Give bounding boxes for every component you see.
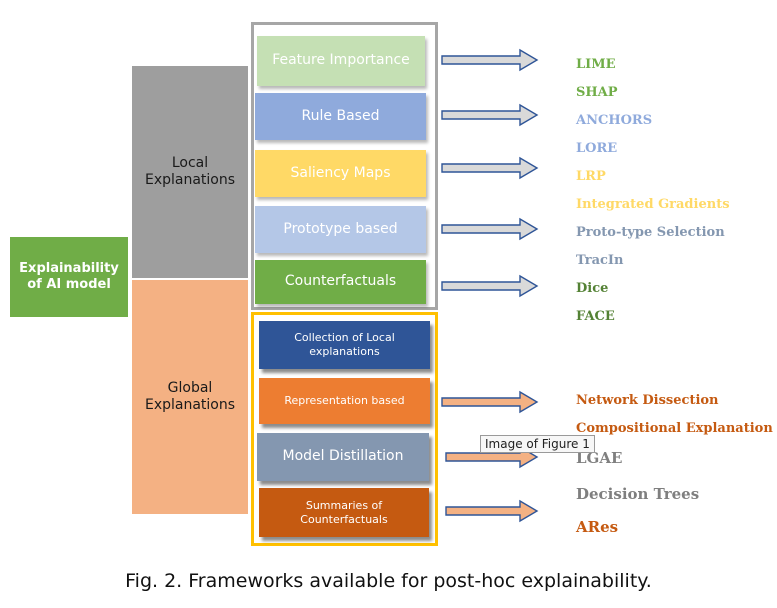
method-prototype-based: Prototype based (255, 206, 426, 253)
arrow-rule-based (441, 103, 539, 127)
method-summaries-counterfactuals: Summaries of Counterfactuals (259, 488, 429, 537)
method-label: Saliency Maps (290, 164, 391, 181)
arrow-feature-importance (441, 48, 539, 72)
root-label: Explainability of AI model (19, 260, 119, 292)
framework-lgae: LGAE (576, 449, 623, 467)
method-label: Summaries of Counterfactuals (300, 498, 388, 526)
framework-network-dissection: Network Dissection (576, 393, 719, 408)
framework-lrp: LRP (576, 169, 606, 184)
method-counterfactuals: Counterfactuals (255, 260, 426, 304)
framework-ares: ARes (576, 518, 619, 536)
method-label: Representation based (284, 394, 405, 408)
arrow-prototype-based (441, 217, 539, 241)
method-model-distillation: Model Distillation (257, 433, 429, 481)
framework-dice: Dice (576, 281, 609, 296)
framework-face: FACE (576, 309, 615, 324)
global-explanations-block: Global Explanations (132, 280, 248, 514)
arrow-counterfactuals (441, 274, 539, 298)
method-label: Rule Based (301, 107, 380, 124)
method-rule-based: Rule Based (255, 93, 426, 140)
local-methods-frame (251, 22, 438, 310)
framework-prototype-selection: Proto-type Selection (576, 225, 725, 240)
framework-lime: LIME (576, 57, 616, 72)
arrow-representation-based (441, 390, 539, 414)
root-node: Explainability of AI model (10, 237, 128, 317)
method-label: Collection of Local explanations (294, 331, 395, 358)
method-collection-local: Collection of Local explanations (259, 321, 430, 369)
global-explanations-label: Global Explanations (144, 379, 236, 414)
framework-tracin: TracIn (576, 253, 624, 268)
arrow-saliency-maps (441, 156, 539, 180)
local-explanations-block: Local Explanations (132, 66, 248, 278)
framework-shap: SHAP (576, 85, 618, 100)
method-saliency-maps: Saliency Maps (255, 150, 426, 197)
method-label: Model Distillation (282, 448, 404, 465)
arrow-summaries-counterfactuals (445, 499, 539, 523)
global-methods-frame (251, 312, 438, 546)
figure-caption: Fig. 2. Frameworks available for post-ho… (125, 570, 652, 592)
local-explanations-label: Local Explanations (144, 154, 236, 189)
method-label: Feature Importance (272, 52, 410, 69)
framework-decision-trees: Decision Trees (576, 485, 700, 503)
framework-lore: LORE (576, 141, 618, 156)
method-feature-importance: Feature Importance (257, 36, 425, 86)
framework-compositional-explanation: Compositional Explanation (576, 421, 773, 436)
method-label: Prototype based (283, 220, 398, 237)
method-label: Counterfactuals (284, 273, 397, 290)
image-tooltip: Image of Figure 1 (480, 435, 595, 453)
method-representation-based: Representation based (259, 378, 430, 424)
framework-anchors: ANCHORS (576, 113, 653, 128)
framework-integrated-gradients: Integrated Gradients (576, 197, 730, 212)
